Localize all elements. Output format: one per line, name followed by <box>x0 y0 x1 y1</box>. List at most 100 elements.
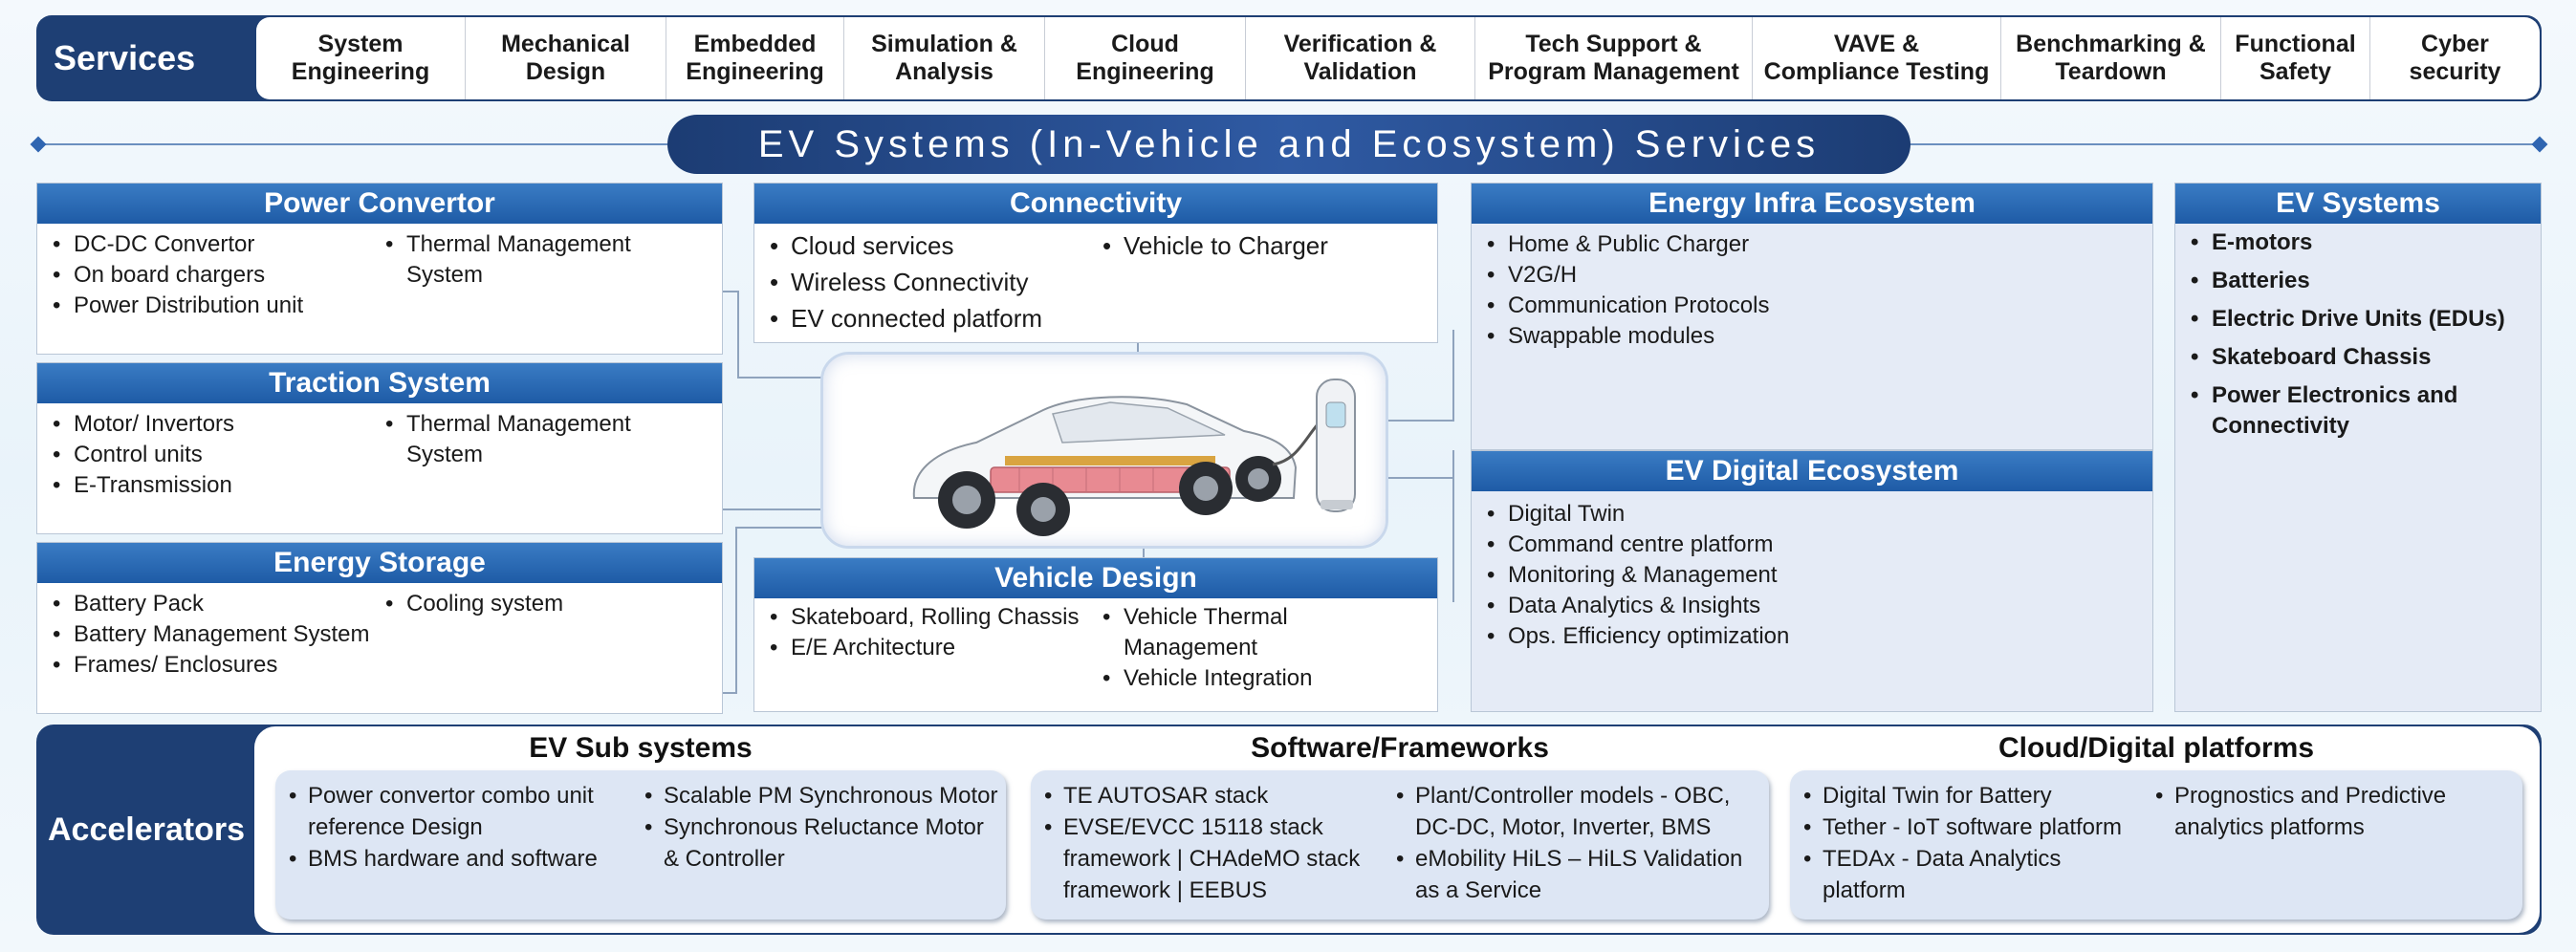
list-item: eMobility HiLS – HiLS Validation as a Se… <box>1386 843 1761 906</box>
tab-simulation-analysis[interactable]: Simulation & Analysis <box>843 17 1044 99</box>
accelerator-card-cloud: Digital Twin for Battery Tether - IoT so… <box>1790 770 2522 920</box>
vehicle-design-title: Vehicle Design <box>754 558 1437 598</box>
vehicle-design-list-2: Vehicle Thermal Management Vehicle Integ… <box>1091 602 1407 694</box>
list-item: Wireless Connectivity <box>758 264 1102 300</box>
vehicle-design-box: Vehicle Design Skateboard, Rolling Chass… <box>753 557 1438 712</box>
list-item: Data Analytics & Insights <box>1475 591 2126 621</box>
tab-tech-support[interactable]: Tech Support & Program Management <box>1474 17 1752 99</box>
list-item: Cloud services <box>758 227 1102 264</box>
vehicle-design-list-1: Skateboard, Rolling Chassis E/E Architec… <box>758 602 1102 663</box>
accelerator-list-1: Digital Twin for Battery Tether - IoT so… <box>1794 780 2144 906</box>
list-item: Battery Management System <box>41 619 385 650</box>
energy-storage-title: Energy Storage <box>37 543 722 583</box>
list-item: V2G/H <box>1475 260 2126 291</box>
traction-system-box: Traction System Motor/ Invertors Control… <box>36 362 723 534</box>
list-item: TE AUTOSAR stack <box>1035 780 1385 811</box>
accelerator-card-ev-subsystems: Power convertor combo unit reference Des… <box>275 770 1006 920</box>
energy-infra-list: Home & Public Charger V2G/H Communicatio… <box>1475 229 2126 352</box>
tab-cloud-engineering[interactable]: Cloud Engineering <box>1044 17 1245 99</box>
list-item: Scalable PM Synchronous Motor <box>635 780 998 811</box>
list-item: E-Transmission <box>41 470 376 501</box>
accelerator-group-title: Software/Frameworks <box>1251 732 1549 764</box>
accelerator-list-2: Prognostics and Predictive analytics pla… <box>2146 780 2509 843</box>
energy-infra-box: Energy Infra Ecosystem Home & Public Cha… <box>1471 183 2153 450</box>
ev-systems-list: E-motors Batteries Electric Drive Units … <box>2179 227 2523 442</box>
ev-digital-title: EV Digital Ecosystem <box>1472 451 2152 491</box>
power-convertor-title: Power Convertor <box>37 184 722 224</box>
list-item: Digital Twin for Battery <box>1794 780 2144 811</box>
list-item: DC-DC Convertor <box>41 229 376 260</box>
connectivity-title: Connectivity <box>754 184 1437 224</box>
list-item: Batteries <box>2179 266 2523 296</box>
ev-systems-box: EV Systems E-motors Batteries Electric D… <box>2174 183 2542 712</box>
energy-storage-list-1: Battery Pack Battery Management System F… <box>41 589 385 681</box>
tab-verification-validation[interactable]: Verification & Validation <box>1245 17 1474 99</box>
page-title: EV Systems (In-Vehicle and Ecosystem) Se… <box>667 115 1910 174</box>
ev-car-icon <box>912 396 1331 536</box>
list-item: Plant/Controller models - OBC, DC-DC, Mo… <box>1386 780 1761 843</box>
list-item: Ops. Efficiency optimization <box>1475 621 2126 652</box>
tab-mechanical-design[interactable]: Mechanical Design <box>465 17 666 99</box>
accelerator-list-2: Scalable PM Synchronous Motor Synchronou… <box>635 780 998 875</box>
list-item: Frames/ Enclosures <box>41 650 385 681</box>
energy-infra-title: Energy Infra Ecosystem <box>1472 184 2152 224</box>
tab-benchmarking[interactable]: Benchmarking & Teardown <box>2000 17 2220 99</box>
services-tabs: System Engineering Mechanical Design Emb… <box>256 17 2540 99</box>
list-item: On board chargers <box>41 260 376 291</box>
accelerators-label: Accelerators <box>47 811 245 848</box>
list-item: TEDAx - Data Analytics platform <box>1794 843 2144 906</box>
list-item: Communication Protocols <box>1475 291 2126 321</box>
list-item: E/E Architecture <box>758 633 1102 663</box>
list-item: Battery Pack <box>41 589 385 619</box>
tab-cyber-security[interactable]: Cyber security <box>2369 17 2540 99</box>
list-item: Swappable modules <box>1475 321 2126 352</box>
accelerator-group-title: EV Sub systems <box>529 732 753 764</box>
list-item: Electric Drive Units (EDUs) <box>2179 304 2523 335</box>
tab-vave-compliance[interactable]: VAVE & Compliance Testing <box>1752 17 2000 99</box>
connectivity-box: Connectivity Cloud services Wireless Con… <box>753 183 1438 343</box>
services-label: Services <box>54 38 196 77</box>
charging-station-icon <box>1316 379 1356 512</box>
tab-system-engineering[interactable]: System Engineering <box>291 31 430 85</box>
list-item: Vehicle Thermal Management <box>1091 602 1407 663</box>
tab-functional-safety[interactable]: Functional Safety <box>2220 17 2369 99</box>
connectivity-list-1: Cloud services Wireless Connectivity EV … <box>758 227 1102 336</box>
list-item: Skateboard, Rolling Chassis <box>758 602 1102 633</box>
list-item: Vehicle Integration <box>1091 663 1407 694</box>
connectivity-list-2: Vehicle to Charger <box>1091 227 1416 264</box>
list-item: E-motors <box>2179 227 2523 258</box>
list-item: EV connected platform <box>758 300 1102 336</box>
list-item: Power convertor combo unit reference Des… <box>279 780 633 843</box>
list-item: Motor/ Invertors <box>41 409 376 440</box>
energy-storage-box: Energy Storage Battery Pack Battery Mana… <box>36 542 723 714</box>
accelerator-list-2: Plant/Controller models - OBC, DC-DC, Mo… <box>1386 780 1761 906</box>
traction-list-2: Thermal Management System <box>374 409 689 470</box>
list-item: Home & Public Charger <box>1475 229 2126 260</box>
list-item: Skateboard Chassis <box>2179 342 2523 373</box>
list-item: Thermal Management System <box>374 409 689 470</box>
list-item: Tether - IoT software platform <box>1794 811 2144 843</box>
list-item: Cooling system <box>374 589 689 619</box>
power-convertor-list-2: Thermal Management System <box>374 229 689 291</box>
list-item: Power Distribution unit <box>41 291 376 321</box>
accelerator-group-title: Cloud/Digital platforms <box>1998 732 2314 764</box>
accelerator-list-1: TE AUTOSAR stack EVSE/EVCC 15118 stack f… <box>1035 780 1385 906</box>
list-item: Prognostics and Predictive analytics pla… <box>2146 780 2509 843</box>
list-item: Synchronous Reluctance Motor & Controlle… <box>635 811 998 875</box>
ev-digital-box: EV Digital Ecosystem Digital Twin Comman… <box>1471 450 2153 712</box>
list-item: EVSE/EVCC 15118 stack framework | CHAdeM… <box>1035 811 1385 906</box>
ev-systems-title: EV Systems <box>2175 184 2541 224</box>
tab-embedded-engineering[interactable]: Embedded Engineering <box>666 17 843 99</box>
list-item: Monitoring & Management <box>1475 560 2126 591</box>
energy-storage-list-2: Cooling system <box>374 589 689 619</box>
accelerator-list-1: Power convertor combo unit reference Des… <box>279 780 633 875</box>
ev-car-hub <box>820 352 1388 549</box>
traction-system-title: Traction System <box>37 363 722 403</box>
list-item: Digital Twin <box>1475 499 2126 530</box>
list-item: Vehicle to Charger <box>1091 227 1416 264</box>
list-item: Thermal Management System <box>374 229 689 291</box>
power-convertor-list-1: DC-DC Convertor On board chargers Power … <box>41 229 376 321</box>
accelerator-card-software: TE AUTOSAR stack EVSE/EVCC 15118 stack f… <box>1031 770 1769 920</box>
list-item: Command centre platform <box>1475 530 2126 560</box>
ev-digital-list: Digital Twin Command centre platform Mon… <box>1475 499 2126 652</box>
